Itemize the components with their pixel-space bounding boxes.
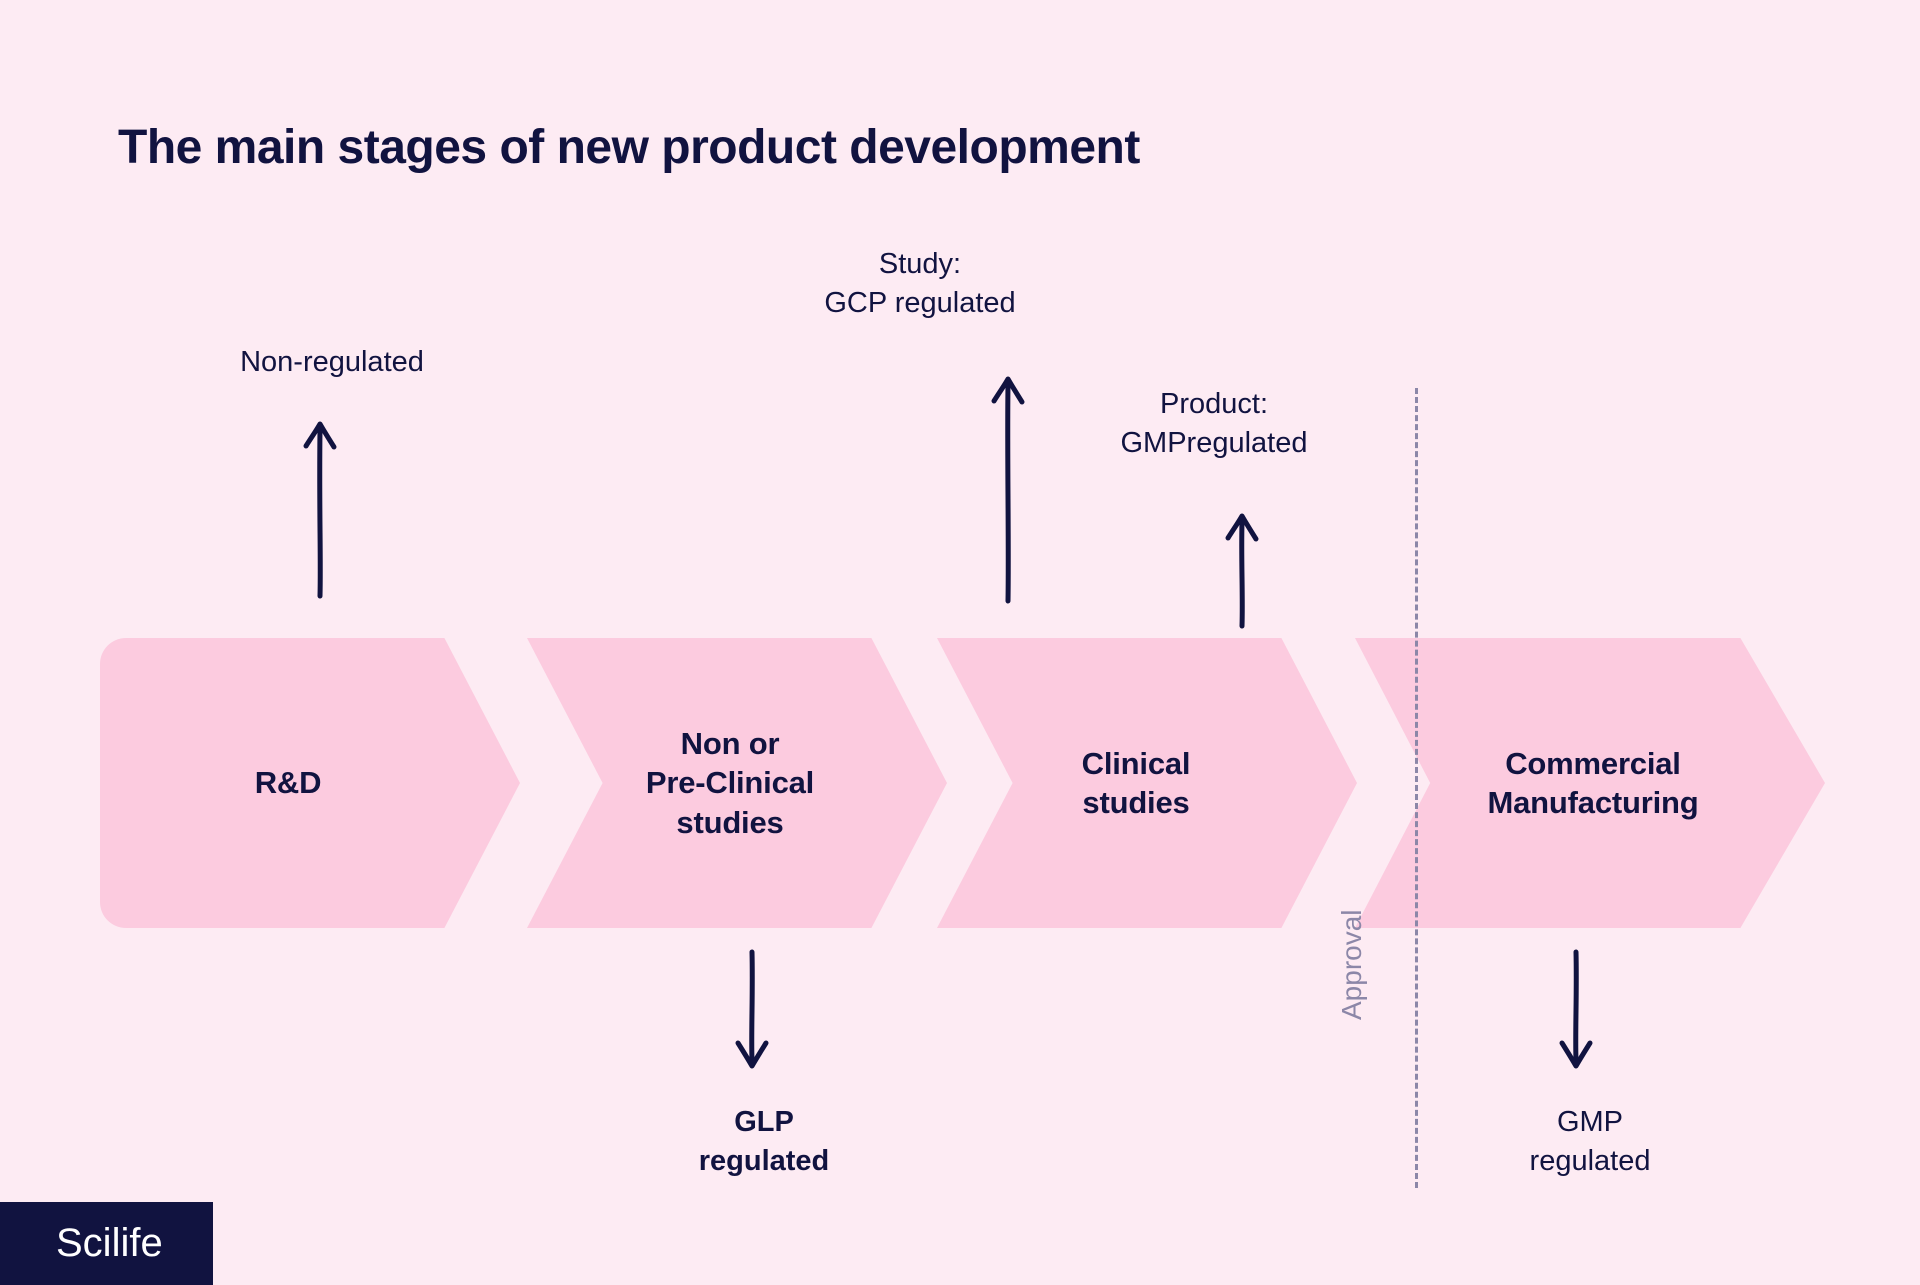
- annotation-glp: GLP regulated: [698, 1106, 830, 1177]
- annotation-study-gcp: Study: GCP regulated: [824, 248, 1016, 319]
- approval-divider-line: [1415, 388, 1418, 1188]
- arrow-up-study-gcp: [988, 363, 1028, 604]
- stage-label-rd: R&D: [254, 765, 322, 801]
- stage-label-clinical: Clinical studies: [1081, 745, 1191, 820]
- approval-divider-label: Approval: [1336, 909, 1367, 1020]
- arrow-down-gmp: [1556, 948, 1596, 1080]
- annotation-product-gmp: Product: GMPregulated: [1120, 388, 1308, 459]
- stage-chevron-rd[interactable]: R&D: [100, 638, 520, 928]
- stage-chevron-clinical[interactable]: Clinical studies: [937, 638, 1357, 928]
- arrow-up-product-gmp: [1222, 500, 1262, 629]
- scilife-logo-text: Scilife: [56, 1221, 163, 1265]
- stage-label-preclinical: Non or Pre-Clinical studies: [645, 725, 815, 840]
- arrow-down-glp: [732, 948, 772, 1080]
- annotation-non-regulated: Non-regulated: [240, 346, 424, 378]
- arrow-up-non-regulated: [300, 408, 340, 599]
- process-chevron-band: R&D Non or Pre-Clinical studies Clinical…: [0, 638, 1920, 928]
- annotation-gmp: GMP regulated: [1529, 1106, 1651, 1177]
- page-title: The main stages of new product developme…: [118, 121, 1140, 174]
- stage-chevron-commercial[interactable]: Commercial Manufacturing: [1355, 638, 1825, 928]
- scilife-logo[interactable]: Scilife: [0, 1202, 213, 1285]
- stage-label-commercial: Commercial Manufacturing: [1487, 745, 1699, 820]
- stage-chevron-preclinical[interactable]: Non or Pre-Clinical studies: [527, 638, 947, 928]
